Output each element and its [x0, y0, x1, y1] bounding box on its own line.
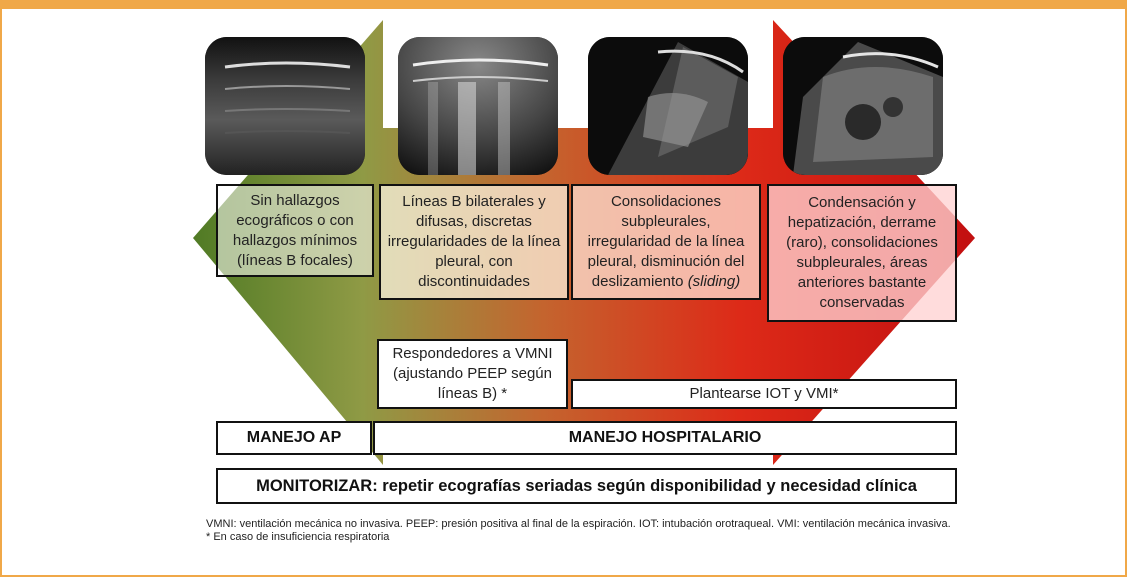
monitor-box: MONITORIZAR: repetir ecografías seriadas… — [216, 468, 957, 504]
ultrasound-image-consolidation — [588, 37, 748, 175]
iot-text: Plantearse IOT y VMI* — [690, 384, 839, 404]
footnote-abbreviations: VMNI: ventilación mecánica no invasiva. … — [206, 518, 951, 531]
stage-3-text-italic: (sliding) — [688, 273, 741, 290]
stage-1-box: Sin hallazgos ecográficos o con hallazgo… — [216, 184, 374, 277]
responders-box: Respondedores a VMNI (ajustando PEEP seg… — [377, 339, 568, 409]
manejo-ap-label: MANEJO AP — [247, 429, 342, 447]
iot-box: Plantearse IOT y VMI* — [571, 379, 957, 409]
footnote: VMNI: ventilación mecánica no invasiva. … — [206, 518, 951, 544]
stage-4-text: Condensación y hepatización, derrame (ra… — [775, 193, 949, 313]
ultrasound-image-hepatization — [783, 37, 943, 175]
stage-3-text: Consolidaciones subpleurales, irregulari… — [579, 192, 753, 292]
stage-2-text: Líneas B bilaterales y difusas, discreta… — [387, 192, 561, 292]
footnote-asterisk: * En caso de insuficiencia respiratoria — [206, 531, 951, 544]
stage-4-box: Condensación y hepatización, derrame (ra… — [767, 184, 957, 322]
monitor-label: MONITORIZAR: repetir ecografías seriadas… — [256, 477, 917, 496]
manejo-hospitalario-box: MANEJO HOSPITALARIO — [373, 421, 957, 455]
stage-3-box: Consolidaciones subpleurales, irregulari… — [571, 184, 761, 300]
ultrasound-image-normal — [205, 37, 365, 175]
manejo-ap-box: MANEJO AP — [216, 421, 372, 455]
stage-1-text: Sin hallazgos ecográficos o con hallazgo… — [224, 191, 366, 271]
manejo-hospitalario-label: MANEJO HOSPITALARIO — [569, 429, 762, 447]
responders-text: Respondedores a VMNI (ajustando PEEP seg… — [385, 344, 560, 404]
ultrasound-image-b-lines — [398, 37, 558, 175]
stage-2-box: Líneas B bilaterales y difusas, discreta… — [379, 184, 569, 300]
